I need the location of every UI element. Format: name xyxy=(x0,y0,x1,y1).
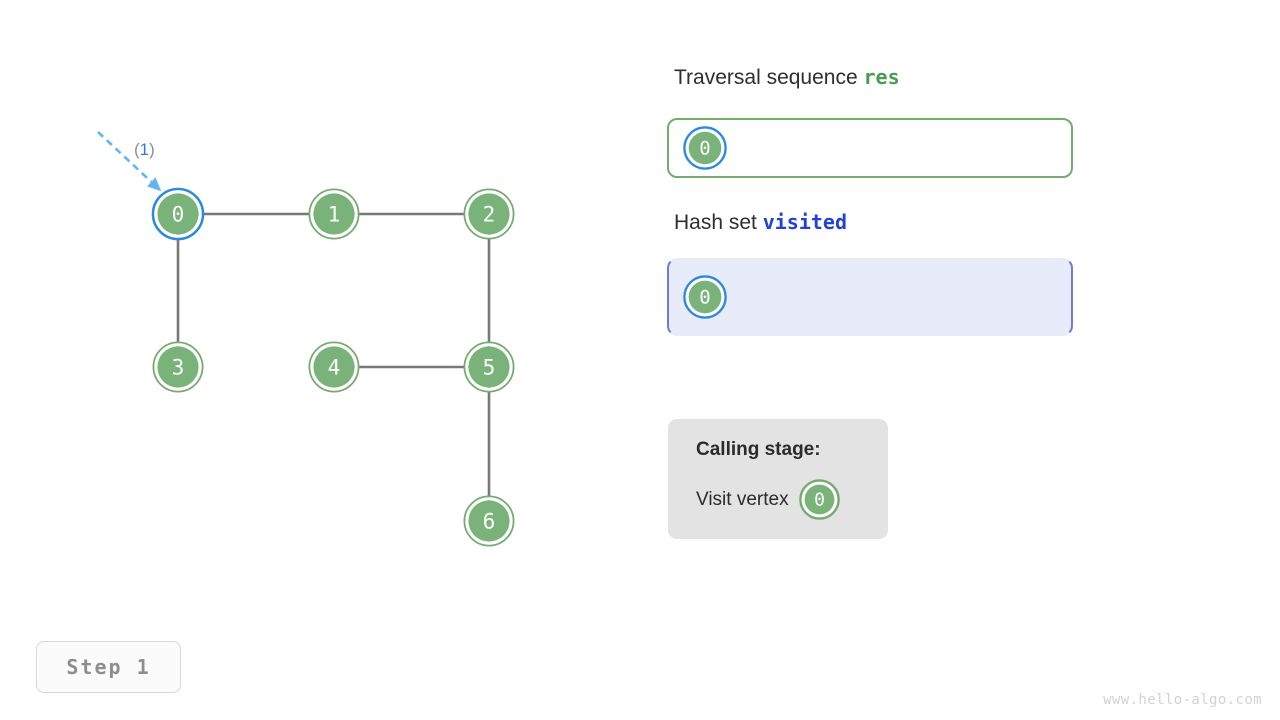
chip-outer-ring xyxy=(798,479,840,520)
node-label: 1 xyxy=(328,203,341,227)
step-badge: Step 1 xyxy=(36,641,181,693)
graph-node-6[interactable]: 6 xyxy=(463,495,515,547)
res-heading: Traversal sequence res xyxy=(674,65,900,90)
node-label: 3 xyxy=(172,356,185,380)
node-fill xyxy=(313,346,355,388)
site-watermark: www.hello-algo.com xyxy=(1103,692,1262,708)
chip-white-gap xyxy=(801,481,837,518)
node-label: 0 xyxy=(172,203,185,227)
node-outer-ring xyxy=(463,341,515,393)
chip-fill xyxy=(804,484,834,515)
res-container: 0 xyxy=(667,118,1073,178)
visited-variable-name: visited xyxy=(762,210,848,234)
node-fill xyxy=(157,346,199,388)
node-white-gap xyxy=(465,497,513,545)
chip-fill xyxy=(688,280,722,314)
node-outer-ring xyxy=(308,188,360,240)
calling-stage-title: Calling stage: xyxy=(696,439,821,460)
pointer-order-label: (1) xyxy=(134,140,155,159)
node-label: 5 xyxy=(483,356,496,380)
node-outer-ring xyxy=(463,188,515,240)
pointer-arrow-icon xyxy=(97,131,162,192)
node-outer-ring xyxy=(152,341,204,393)
node-white-gap xyxy=(465,343,513,391)
node-outer-ring xyxy=(463,495,515,547)
node-label: 2 xyxy=(483,203,496,227)
step-label: Step 1 xyxy=(66,655,151,679)
res-item-node: 0 xyxy=(683,126,727,170)
node-fill xyxy=(157,193,199,235)
graph-node-3[interactable]: 3 xyxy=(152,341,204,393)
calling-stage-action: Visit vertex xyxy=(696,488,789,510)
graph-node-4[interactable]: 4 xyxy=(308,341,360,393)
graph-panel: (1) 0 1 2 3 4 5 6 Step 1 xyxy=(36,131,515,693)
node-outer-ring xyxy=(308,341,360,393)
res-heading-text: Traversal sequence xyxy=(674,66,864,89)
visited-container: 0 xyxy=(667,258,1073,336)
node-fill xyxy=(468,193,510,235)
graph-node-2[interactable]: 2 xyxy=(463,188,515,240)
chip-fill xyxy=(688,131,722,165)
chip-label: 0 xyxy=(814,490,825,511)
pointer-annotation: (1) xyxy=(97,131,162,192)
node-outer-ring xyxy=(151,187,205,241)
node-fill xyxy=(468,500,510,542)
node-white-gap xyxy=(465,190,513,238)
calling-stage-card: Calling stage: Visit vertex 0 xyxy=(668,419,888,539)
graph-node-1[interactable]: 1 xyxy=(308,188,360,240)
calling-stage-row: Visit vertex 0 xyxy=(696,479,888,520)
node-label: 4 xyxy=(328,356,341,380)
graph-node-0[interactable]: 0 xyxy=(151,187,205,241)
chip-white-gap xyxy=(685,128,725,168)
visited-heading: Hash set visited xyxy=(674,210,847,235)
res-variable-name: res xyxy=(863,65,900,89)
node-white-gap xyxy=(310,190,358,238)
graph-nodes: 0 1 2 3 4 5 6 xyxy=(151,187,515,547)
visited-item-node: 0 xyxy=(683,275,727,319)
node-white-gap xyxy=(310,343,358,391)
node-white-gap xyxy=(154,343,202,391)
chip-outer-ring xyxy=(683,126,727,170)
graph-node-5[interactable]: 5 xyxy=(463,341,515,393)
node-white-gap xyxy=(154,190,202,238)
calling-stage-vertex-node: 0 xyxy=(798,479,840,520)
chip-white-gap xyxy=(685,277,725,317)
chip-label: 0 xyxy=(699,287,710,309)
graph-canvas: (1) 0 1 2 3 4 5 6 xyxy=(97,131,515,547)
chip-label: 0 xyxy=(699,138,710,160)
chip-outer-ring xyxy=(683,275,727,319)
node-fill xyxy=(468,346,510,388)
node-fill xyxy=(313,193,355,235)
right-panel: Traversal sequence res 0 Hash set visite… xyxy=(667,0,1280,720)
visited-heading-text: Hash set xyxy=(674,211,763,234)
node-label: 6 xyxy=(483,510,496,534)
